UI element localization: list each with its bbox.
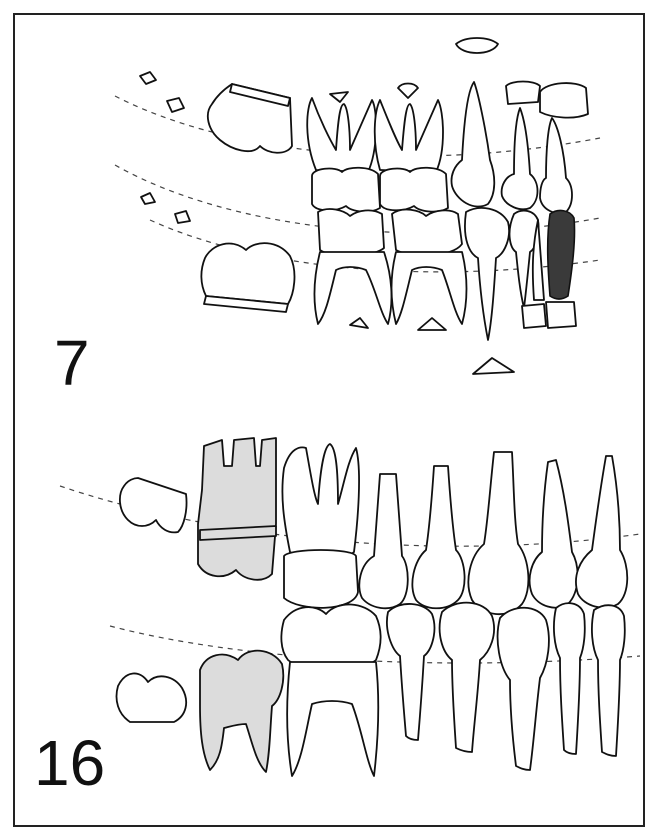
upper-first-molar-b (375, 100, 443, 172)
lower-molar-crown-b (392, 210, 462, 256)
tooth-bud-top (456, 38, 498, 53)
lower-erupting-crown (546, 302, 576, 328)
first-molar-upper-crown (284, 550, 358, 608)
lower-molar-crown-a (318, 209, 384, 256)
first-molar-lower-crown (281, 604, 380, 669)
lower-erupting-crown (522, 304, 546, 328)
third-molar-crown-lower (117, 673, 187, 722)
panel-label-age-7: 7 (54, 327, 90, 399)
upper-molar-crown-b (380, 168, 448, 212)
upper-molar-crown-a (312, 168, 380, 212)
developing-molar-crown-lower (201, 243, 294, 304)
second-molar-upper-shaded (198, 438, 276, 580)
incisor-cap (540, 83, 588, 118)
panel-label-age-16: 16 (34, 727, 105, 799)
incisor-cap (506, 82, 540, 105)
